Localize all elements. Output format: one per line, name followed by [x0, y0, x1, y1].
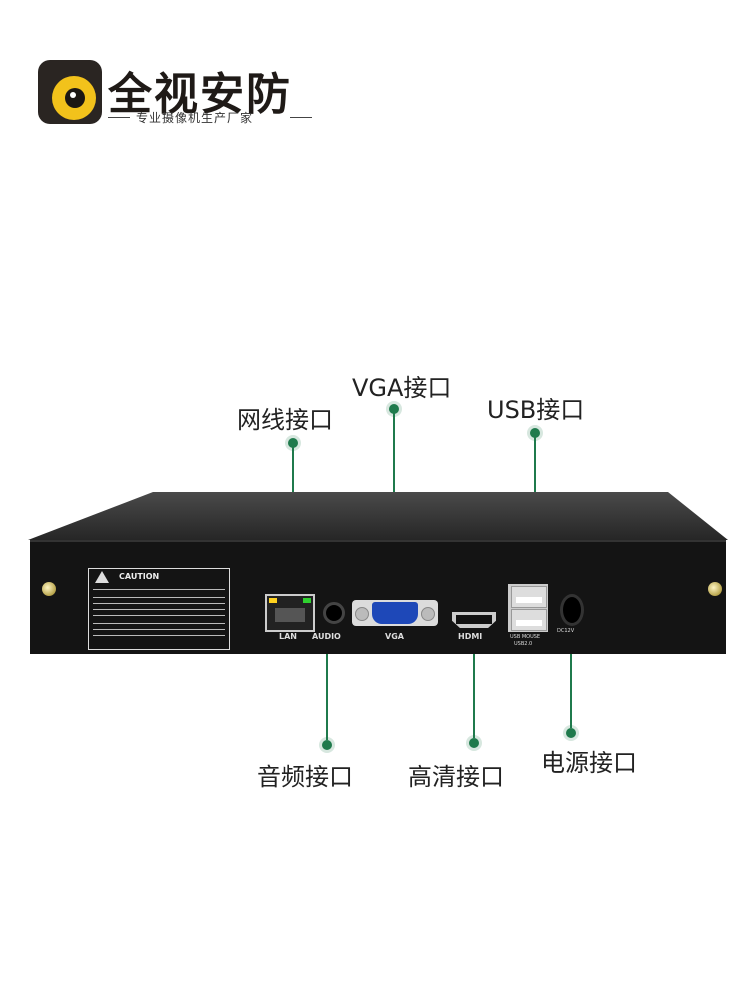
vga-port [352, 600, 438, 626]
callout-audio-line [326, 628, 328, 740]
callout-hdmi-dot [469, 738, 479, 748]
callout-power-dot [566, 728, 576, 738]
screw-right-icon [708, 582, 722, 596]
audio-jack [323, 602, 345, 624]
usb-port-sublabel: USB2.0 [514, 641, 533, 647]
usb-port-label: USB MOUSE [510, 634, 541, 640]
warning-icon [95, 571, 109, 583]
lan-port [265, 594, 315, 632]
callout-vga-dot [389, 404, 399, 414]
callout-usb-dot [530, 428, 540, 438]
callout-power-label: 电源接口 [541, 749, 637, 777]
brand-name: 全视安防 [108, 69, 292, 120]
camera-eye-icon [52, 76, 96, 120]
caution-title: CAUTION [119, 572, 160, 581]
screw-left-icon [42, 582, 56, 596]
brand-logo: 全视安防 专业摄像机生产厂家 [38, 58, 318, 130]
caution-sticker: CAUTION [88, 568, 230, 650]
dc-power-jack [560, 594, 584, 626]
device-rear-panel: CAUTION LAN AUDIO VGA HDMI USB M [30, 540, 726, 654]
dc-port-label: DC12V [557, 628, 575, 634]
callout-usb-label: USB接口 [487, 396, 585, 424]
callout-hdmi-line [473, 634, 475, 738]
logo-badge [38, 60, 102, 124]
callout-hdmi-label: 高清接口 [408, 763, 504, 791]
usb-ports [508, 584, 548, 632]
hdmi-port-label: HDMI [458, 632, 483, 641]
tagline-row: 专业摄像机生产厂家 [108, 108, 313, 126]
callout-lan-label: 网线接口 [237, 406, 333, 434]
callout-audio-label: 音频接口 [257, 763, 353, 791]
lan-port-label: LAN [279, 632, 297, 641]
hdmi-port [452, 612, 496, 628]
callout-power-line [570, 614, 572, 728]
callout-audio-dot [322, 740, 332, 750]
vga-port-label: VGA [385, 632, 404, 641]
device-top-face [28, 492, 728, 540]
callout-vga-label: VGA接口 [352, 374, 452, 402]
callout-lan-dot [288, 438, 298, 448]
nvr-device: CAUTION LAN AUDIO VGA HDMI USB M [28, 490, 728, 660]
audio-port-label: AUDIO [312, 632, 341, 641]
brand-tagline: 专业摄像机生产厂家 [136, 111, 254, 125]
